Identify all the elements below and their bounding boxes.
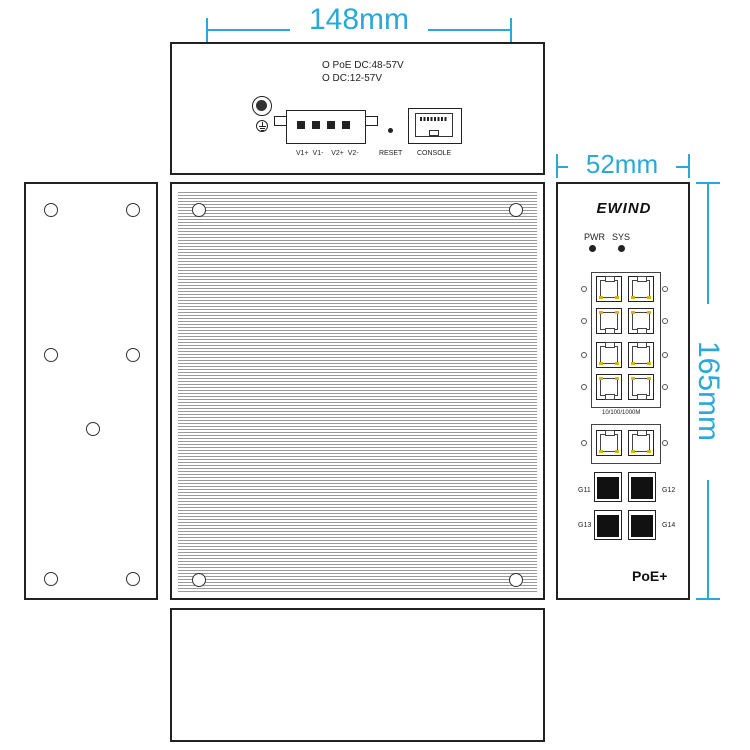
rj45-port[interactable] <box>596 308 622 334</box>
dimension-width-label: 148mm <box>308 3 410 36</box>
port-led <box>599 377 603 380</box>
side-indicator <box>581 440 587 446</box>
rj45-port[interactable] <box>596 430 622 456</box>
rj45-port[interactable] <box>628 342 654 368</box>
mounting-hole <box>192 573 206 587</box>
rj45-port[interactable] <box>628 276 654 302</box>
port-led <box>631 377 635 380</box>
sys-label: SYS <box>612 232 631 242</box>
sfp-label-g12: G12 <box>662 487 676 494</box>
heatsink-fins <box>178 190 537 592</box>
terminal-labels: V1+ V1- V2+ V2- <box>296 150 359 157</box>
sfp-label-g14: G14 <box>662 522 676 529</box>
uplink-port-block <box>591 424 661 464</box>
port-led <box>631 450 635 453</box>
mounting-hole <box>86 422 100 436</box>
mounting-hole <box>192 203 206 217</box>
ground-screw-icon <box>252 96 272 116</box>
reset-label: RESET <box>379 150 403 157</box>
port-led <box>615 450 619 453</box>
console-port[interactable] <box>408 108 462 144</box>
dimension-height-label: 165mm <box>692 340 725 442</box>
mounting-hole <box>126 572 140 586</box>
rj45-port-block <box>591 272 661 408</box>
reset-button[interactable] <box>388 128 393 133</box>
side-indicator <box>581 352 587 358</box>
port-led <box>599 296 603 299</box>
sfp-label-g11: G11 <box>578 487 591 494</box>
mounting-hole <box>44 572 58 586</box>
rj45-port[interactable] <box>596 276 622 302</box>
top-panel: O PoE DC:48-57V O DC:12-57V V1+ V1- V2+ … <box>170 42 545 175</box>
port-led <box>599 311 603 314</box>
mounting-hole <box>126 348 140 362</box>
side-indicator <box>662 318 668 324</box>
port-led <box>647 311 651 314</box>
port-led <box>647 362 651 365</box>
bottom-panel <box>170 608 545 742</box>
brand-logo: EWIND <box>596 200 652 217</box>
mounting-hole <box>509 203 523 217</box>
side-indicator <box>662 286 668 292</box>
poe-label: PoE+ <box>632 568 668 584</box>
port-led <box>647 450 651 453</box>
side-indicator <box>662 440 668 446</box>
power-spec-poe: O PoE DC:48-57V <box>322 60 404 71</box>
power-spec-dc: O DC:12-57V <box>322 73 383 84</box>
mounting-hole <box>126 203 140 217</box>
sfp-port-g14[interactable] <box>628 510 656 540</box>
side-indicator <box>581 286 587 292</box>
port-led <box>631 296 635 299</box>
sfp-label-g13: G13 <box>578 522 592 529</box>
port-led <box>647 377 651 380</box>
side-indicator <box>581 384 587 390</box>
power-terminal-block <box>286 110 366 144</box>
rj45-port[interactable] <box>628 430 654 456</box>
pwr-label: PWR <box>584 232 605 242</box>
ground-icon <box>256 120 268 132</box>
side-indicator <box>581 318 587 324</box>
dimension-depth-label: 52mm <box>585 149 659 179</box>
rj45-port[interactable] <box>628 374 654 400</box>
port-led <box>615 362 619 365</box>
sfp-port-g13[interactable] <box>594 510 622 540</box>
rj45-port[interactable] <box>596 342 622 368</box>
console-label: CONSOLE <box>417 150 452 157</box>
mounting-hole <box>44 348 58 362</box>
speed-label: 10/100/1000M <box>602 410 641 416</box>
port-led <box>615 296 619 299</box>
port-led <box>631 362 635 365</box>
pwr-led <box>589 245 596 252</box>
port-led <box>631 311 635 314</box>
sfp-port-g12[interactable] <box>628 472 656 502</box>
front-panel: EWIND PWR SYS 10/100/1000M G11 G12 G13 G… <box>556 182 690 600</box>
port-led <box>615 311 619 314</box>
port-led <box>615 377 619 380</box>
mounting-hole <box>44 203 58 217</box>
port-led <box>599 450 603 453</box>
rj45-port[interactable] <box>628 308 654 334</box>
sys-led <box>618 245 625 252</box>
rj45-port[interactable] <box>596 374 622 400</box>
mounting-hole <box>509 573 523 587</box>
heatsink-panel <box>170 182 545 600</box>
port-led <box>647 296 651 299</box>
side-indicator <box>662 352 668 358</box>
port-led <box>599 362 603 365</box>
mounting-plate <box>24 182 158 600</box>
side-indicator <box>662 384 668 390</box>
sfp-port-g11[interactable] <box>594 472 622 502</box>
